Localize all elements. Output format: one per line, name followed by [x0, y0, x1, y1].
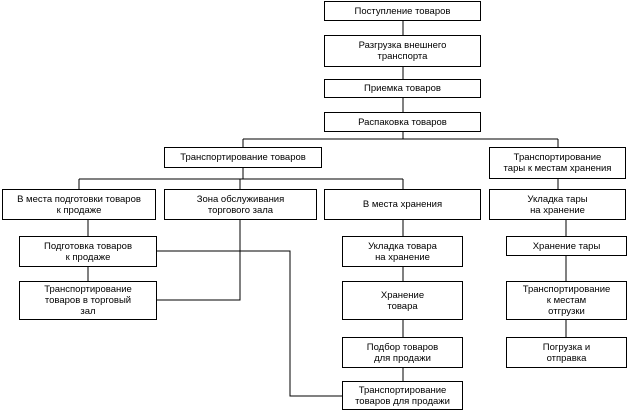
- node-label: Транспортирование товаров в торговый зал: [44, 284, 132, 317]
- node-goods-transport: Транспортирование товаров: [164, 147, 322, 168]
- node-tare-stacking: Укладка тары на хранение: [489, 189, 626, 220]
- node-label: Транспортирование к местам отгрузки: [522, 284, 611, 317]
- node-goods-preparation: Подготовка товаров к продаже: [19, 236, 157, 267]
- node-label: Укладка товара на хранение: [368, 240, 437, 263]
- node-label: Подбор товаров для продажи: [366, 341, 439, 364]
- node-goods-stacking: Укладка товара на хранение: [342, 236, 463, 267]
- edge-zone-trans-hall: [157, 220, 241, 301]
- node-goods-storage: Хранение товара: [342, 281, 463, 320]
- node-label: Подготовка товаров к продаже: [43, 240, 132, 263]
- node-label: Распаковка товаров: [358, 116, 447, 128]
- node-to-storage-places: В места хранения: [324, 189, 481, 220]
- node-transport-to-sales-floor: Транспортирование товаров в торговый зал: [19, 281, 157, 320]
- node-label: Транспортирование тары к местам хранения: [503, 152, 612, 174]
- node-label: Зона обслуживания торгового зала: [196, 193, 285, 216]
- node-transport-to-shipping: Транспортирование к местам отгрузки: [506, 281, 627, 320]
- node-label: Приемка товаров: [364, 83, 441, 94]
- node-unload-transport: Разгрузка внешнего транспорта: [324, 35, 481, 67]
- node-tare-storage: Хранение тары: [506, 236, 627, 256]
- node-to-prep-places: В места подготовки товаров к продаже: [2, 189, 156, 220]
- node-label: Хранение тары: [532, 240, 601, 252]
- node-label: Транспортирование товаров: [180, 152, 306, 163]
- node-acceptance: Приемка товаров: [324, 79, 481, 98]
- node-label: Разгрузка внешнего транспорта: [358, 40, 447, 62]
- node-label: Хранение товара: [380, 289, 425, 312]
- node-goods-selection: Подбор товаров для продажи: [342, 337, 463, 368]
- node-label: Транспортирование товаров для продажи: [355, 384, 450, 407]
- node-loading-dispatch: Погрузка и отправка: [506, 337, 627, 368]
- node-unpacking: Распаковка товаров: [324, 112, 481, 132]
- node-label: Укладка тары на хранение: [527, 193, 588, 216]
- node-tare-transport: Транспортирование тары к местам хранения: [489, 147, 626, 179]
- node-goods-receipt: Поступление товаров: [324, 1, 481, 21]
- node-sales-floor-zone: Зона обслуживания торгового зала: [164, 189, 317, 220]
- node-transport-for-sale: Транспортирование товаров для продажи: [342, 381, 463, 410]
- node-label: В места хранения: [362, 199, 443, 210]
- node-label: Поступление товаров: [354, 5, 451, 17]
- node-label: В места подготовки товаров к продаже: [17, 193, 141, 216]
- node-label: Погрузка и отправка: [542, 341, 591, 364]
- edge-prep-trans-sale: [157, 250, 342, 397]
